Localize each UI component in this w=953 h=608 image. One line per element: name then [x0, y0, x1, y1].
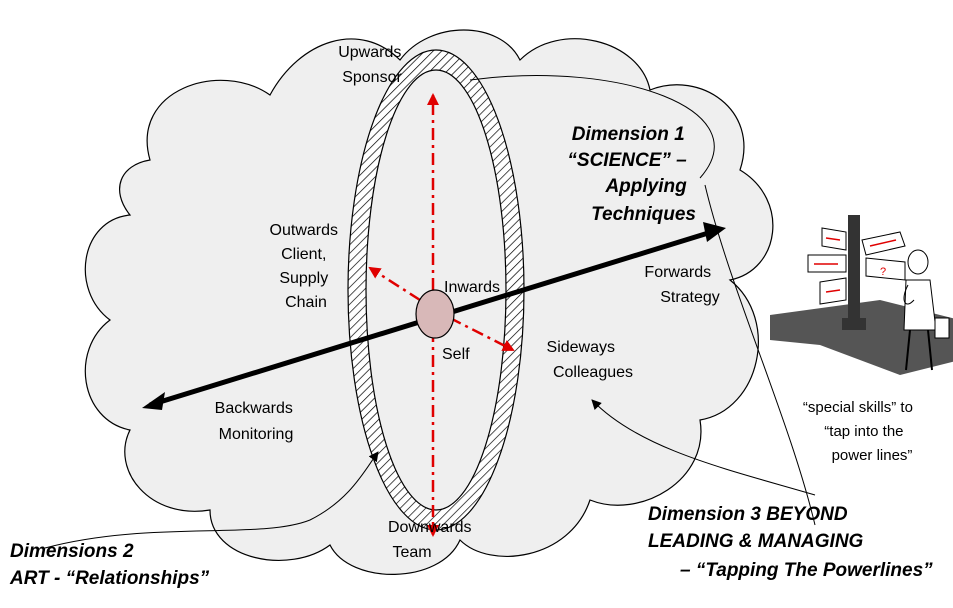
dim3-connector-sideways: [591, 399, 816, 496]
sideways-label: Sideways Colleagues: [547, 339, 634, 381]
dim2-connector: [44, 451, 379, 549]
self-label: Self: [442, 346, 470, 363]
forwards-arrowhead: [703, 222, 726, 242]
outwards-label: Outwards Client, Supply Chain: [270, 222, 343, 311]
dimension-1-label: Dimension 1 “SCIENCE” – Applying Techniq…: [567, 124, 696, 225]
outwards-arrow: [368, 266, 421, 302]
forwards-label: Forwards Strategy: [644, 264, 719, 306]
dimension-2-label: Dimensions 2 ART - “Relationships”: [9, 541, 210, 589]
backwards-arrowhead: [142, 392, 165, 410]
dim3-connector-long: [704, 184, 816, 526]
signpost-person-icon: ?: [770, 215, 953, 375]
downwards-label: Downwards Team: [388, 519, 476, 561]
sideways-arrow: [449, 316, 515, 352]
backwards-label: Backwards Monitoring: [215, 400, 298, 443]
dimension-3-label: Dimension 3 BEYOND LEADING & MANAGING – …: [648, 504, 933, 581]
self-node: [415, 289, 455, 339]
svg-text:?: ?: [880, 266, 886, 278]
upwards-label: Upwards Sponsor: [338, 44, 406, 86]
special-skills-note: “special skills” to “tap into the power …: [803, 399, 917, 464]
inwards-label: Inwards: [444, 279, 500, 296]
dim1-connector-top: [469, 75, 715, 179]
